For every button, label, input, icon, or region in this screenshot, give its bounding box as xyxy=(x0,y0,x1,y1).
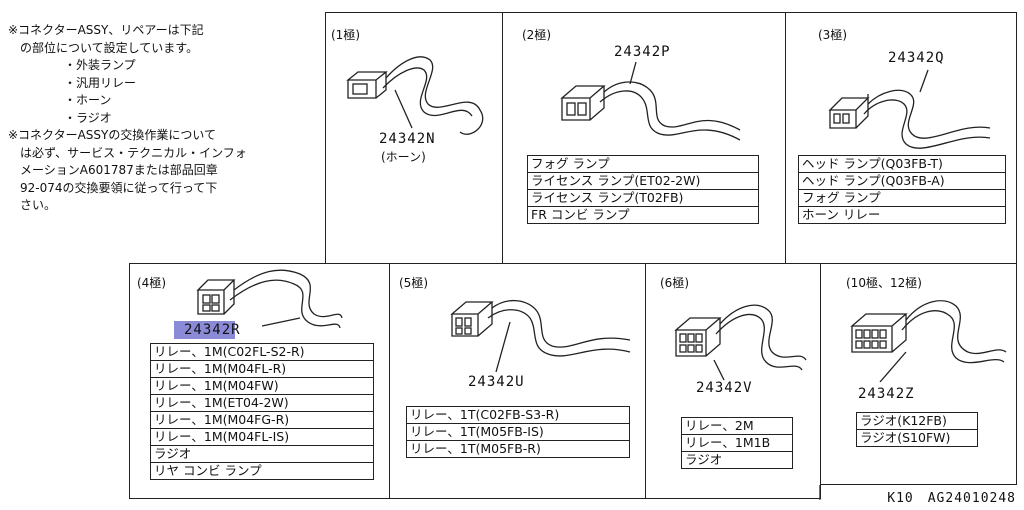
note-line: の部位について設定しています。 xyxy=(20,40,199,55)
note-line: さい。 xyxy=(20,198,57,212)
usage-row: リレー、2M xyxy=(682,418,792,435)
part-number: 24342Z xyxy=(858,386,915,402)
part-number: 24342P xyxy=(614,44,671,60)
usage-row: FR コンビ ランプ xyxy=(528,207,758,224)
usage-row: ヘッド ランプ(Q03FB-A) xyxy=(799,173,1005,190)
note-line: メーションA601787または部品回章 xyxy=(20,163,218,177)
note-line: ※コネクターASSY、リペアーは下記 xyxy=(8,23,204,37)
panel-title: (4極) xyxy=(137,276,166,290)
usage-table: リレー、2M リレー、1M1B ラジオ xyxy=(681,417,793,469)
part-number: 24342R xyxy=(184,322,241,338)
usage-row: フォグ ランプ xyxy=(799,190,1005,207)
usage-table: フォグ ランプ ライセンス ランプ(ET02-2W) ライセンス ランプ(T02… xyxy=(527,155,759,224)
usage-row: リレー、1M(M04FW) xyxy=(151,378,373,395)
part-number: 24342V xyxy=(696,380,753,396)
panel-title: (2極) xyxy=(522,28,551,42)
usage-row: リレー、1M(M04FG-R) xyxy=(151,412,373,429)
footer-notch xyxy=(819,485,821,500)
part-note: (ホーン) xyxy=(381,150,426,164)
usage-row: ライセンス ランプ(ET02-2W) xyxy=(528,173,758,190)
usage-row: ヘッド ランプ(Q03FB-T) xyxy=(799,156,1005,173)
usage-table: リレー、1M(C02FL-S2-R) リレー、1M(M04FL-R) リレー、1… xyxy=(150,343,374,480)
usage-row: リレー、1M1B xyxy=(682,435,792,452)
connector-5-pole-icon xyxy=(450,300,631,373)
usage-row: リレー、1M(M04FL-IS) xyxy=(151,429,373,446)
connector-4-pole-icon xyxy=(196,269,343,329)
connector-3-pole-icon xyxy=(828,69,991,149)
usage-row: リヤ コンビ ランプ xyxy=(151,463,373,480)
note-bullet: ・ラジオ xyxy=(64,110,112,125)
note-line: 92-074の交換要領に従って行って下 xyxy=(20,180,218,195)
usage-row: ラジオ(S10FW) xyxy=(857,430,977,447)
usage-table: ヘッド ランプ(Q03FB-T) ヘッド ランプ(Q03FB-A) フォグ ラン… xyxy=(798,155,1006,224)
usage-row: ラジオ xyxy=(151,446,373,463)
connector-6-pole-icon xyxy=(674,304,807,381)
panel-title: (10極、12極) xyxy=(846,276,922,290)
note-bullet: ・外装ランプ xyxy=(64,58,136,72)
usage-row: リレー、1T(C02FB-S3-R) xyxy=(407,407,629,424)
note-line: は必ず、サービス・テクニカル・インフォ xyxy=(20,145,247,160)
usage-row: リレー、1T(M05FB-R) xyxy=(407,441,629,458)
notes-block: ※コネクターASSY、リペアーは下記 の部位について設定しています。 ・外装ラン… xyxy=(8,22,308,215)
note-bullet: ・汎用リレー xyxy=(64,75,137,90)
part-number: 24342U xyxy=(468,374,525,390)
panel-title: (1極) xyxy=(331,28,360,42)
usage-row: ホーン リレー xyxy=(799,207,1005,224)
usage-row: リレー、1M(ET04-2W) xyxy=(151,395,373,412)
panel-title: (3極) xyxy=(818,28,847,42)
part-number: 24342N xyxy=(379,131,436,147)
usage-row: リレー、1M(M04FL-R) xyxy=(151,361,373,378)
part-number-highlight xyxy=(174,321,235,339)
usage-row: ラジオ xyxy=(682,452,792,469)
usage-row: リレー、1M(C02FL-S2-R) xyxy=(151,344,373,361)
panel-title: (6極) xyxy=(660,276,689,290)
panel-title: (5極) xyxy=(399,276,428,290)
usage-table: リレー、1T(C02FB-S3-R) リレー、1T(M05FB-IS) リレー、… xyxy=(406,406,630,458)
usage-row: リレー、1T(M05FB-IS) xyxy=(407,424,629,441)
panel-10-12-pole xyxy=(820,263,1017,485)
usage-row: フォグ ランプ xyxy=(528,156,758,173)
note-line: ※コネクターASSYの交換作業について xyxy=(8,128,216,142)
usage-row: ライセンス ランプ(T02FB) xyxy=(528,190,758,207)
part-number: 24342Q xyxy=(888,50,945,66)
connector-2-pole-icon xyxy=(560,61,741,141)
connector-10-12-pole-icon xyxy=(850,300,1007,383)
usage-table: ラジオ(K12FB) ラジオ(S10FW) xyxy=(856,412,978,447)
note-bullet: ・ホーン xyxy=(64,93,112,107)
figure-code: K10 AG24010248 xyxy=(887,491,1016,506)
usage-row: ラジオ(K12FB) xyxy=(857,413,977,430)
connector-1-pole-icon xyxy=(346,56,484,135)
